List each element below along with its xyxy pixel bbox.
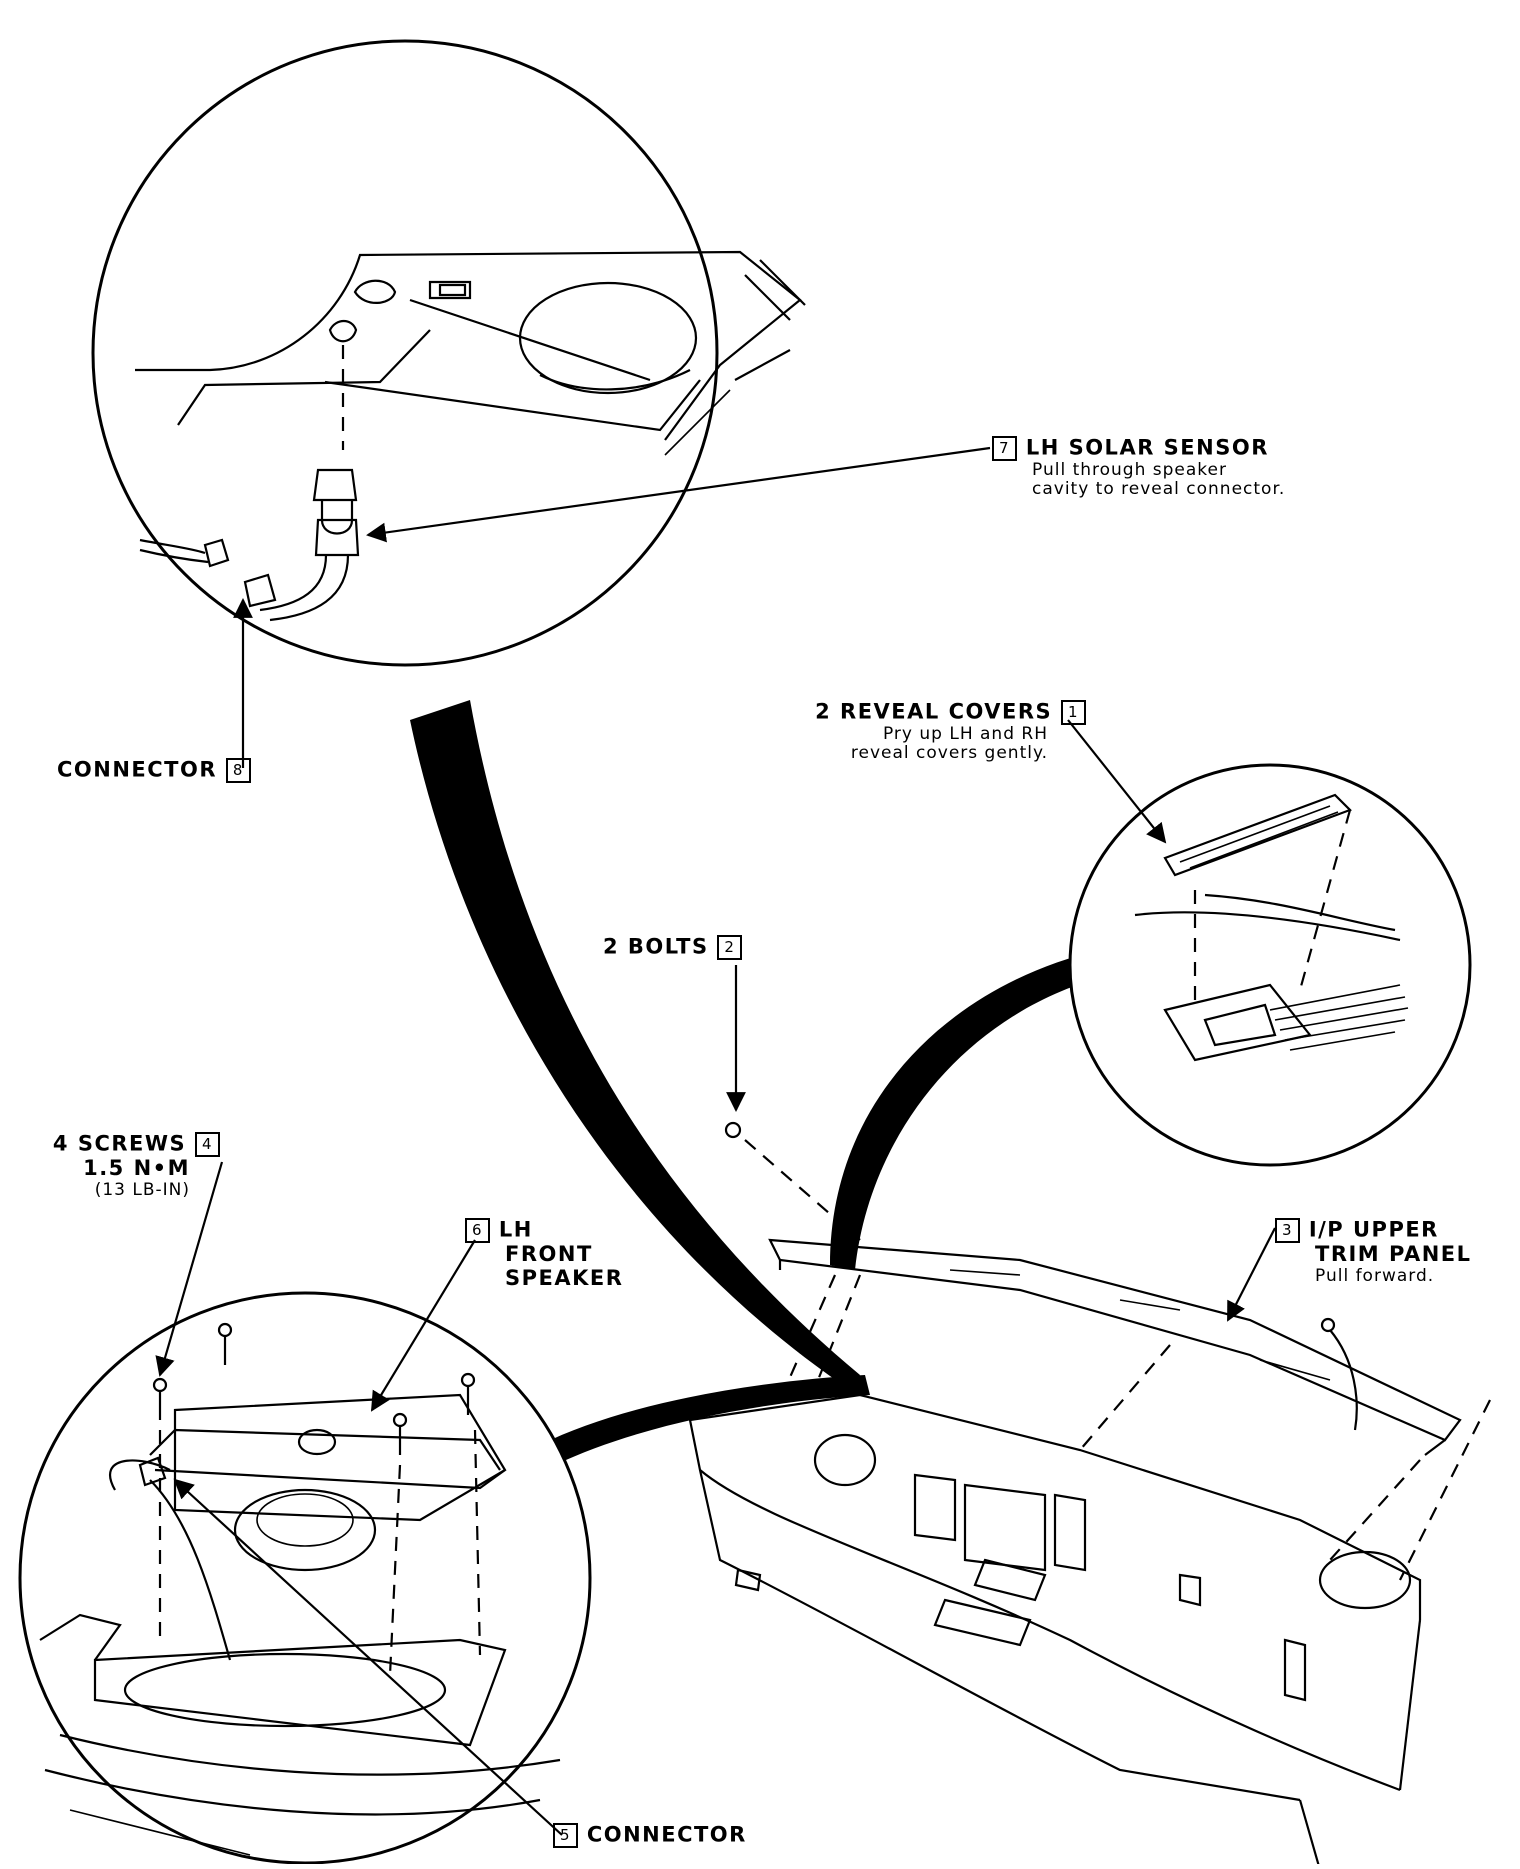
callout-number-box: 8 [225, 758, 251, 783]
callout-torque-metric: 1.5 N•M [83, 1156, 190, 1180]
callout-title: CONNECTOR [586, 1822, 747, 1847]
detail-circle-solar-sensor [91, 39, 806, 667]
zoom-band-right [830, 950, 1110, 1270]
detail-circle-speaker [18, 1291, 592, 1865]
callout-note: Pull through speaker [1032, 460, 1227, 480]
callout-title: LH SOLAR SENSOR [1025, 435, 1269, 460]
callout-title: 2 BOLTS [603, 934, 709, 959]
callout-title: 2 REVEAL COVERS [815, 699, 1053, 724]
callout-bolts: 2 BOLTS 2 [603, 934, 743, 960]
callout-number-box: 1 [1061, 700, 1086, 725]
zoom-band-top [410, 700, 860, 1390]
callout-connector-sensor: CONNECTOR 8 [57, 758, 251, 783]
callout-title: I/P UPPER [1308, 1217, 1439, 1242]
callout-lh-solar-sensor: 7 LH SOLAR SENSOR Pull through speaker c… [992, 436, 1285, 499]
callout-reveal-covers: 2 REVEAL COVERS 1 Pry up LH and RH revea… [780, 700, 1086, 763]
leader-lines [155, 446, 1276, 1836]
callout-upper-trim-panel: 3 I/P UPPER TRIM PANEL Pull forward. [1275, 1218, 1472, 1286]
callout-note: cavity to reveal connector. [1032, 479, 1286, 500]
callout-connector-speaker: 5 CONNECTOR [553, 1823, 747, 1848]
callout-number-box: 7 [992, 436, 1017, 461]
callout-note: Pry up LH and RH [882, 724, 1048, 744]
callout-number-box: 3 [1275, 1218, 1300, 1243]
callout-number-box: 4 [195, 1132, 220, 1157]
callout-title: CONNECTOR [57, 757, 218, 782]
callout-number-box: 5 [553, 1823, 578, 1848]
callout-number-box: 2 [717, 935, 743, 960]
callout-note: reveal covers gently. [850, 743, 1048, 764]
callout-title-line2: FRONT [505, 1242, 593, 1266]
callout-torque-imperial: (13 LB-IN) [94, 1179, 190, 1200]
callout-lh-front-speaker: 6 LH FRONT SPEAKER [465, 1218, 623, 1290]
callout-title: LH [498, 1217, 533, 1242]
callout-title: 4 SCREWS [52, 1131, 187, 1156]
callout-note: Pull forward. [1315, 1265, 1435, 1286]
instrument-panel-assembly [688, 1121, 1491, 1869]
detail-circle-reveal-covers [1068, 763, 1472, 1167]
zoom-band-bottom [540, 1375, 870, 1465]
callout-title-line3: SPEAKER [505, 1265, 624, 1290]
callout-title-line2: TRIM PANEL [1315, 1242, 1472, 1266]
callout-number-box: 6 [465, 1218, 490, 1243]
callout-screws: 4 SCREWS 4 1.5 N•M (13 LB-IN) [30, 1132, 220, 1200]
